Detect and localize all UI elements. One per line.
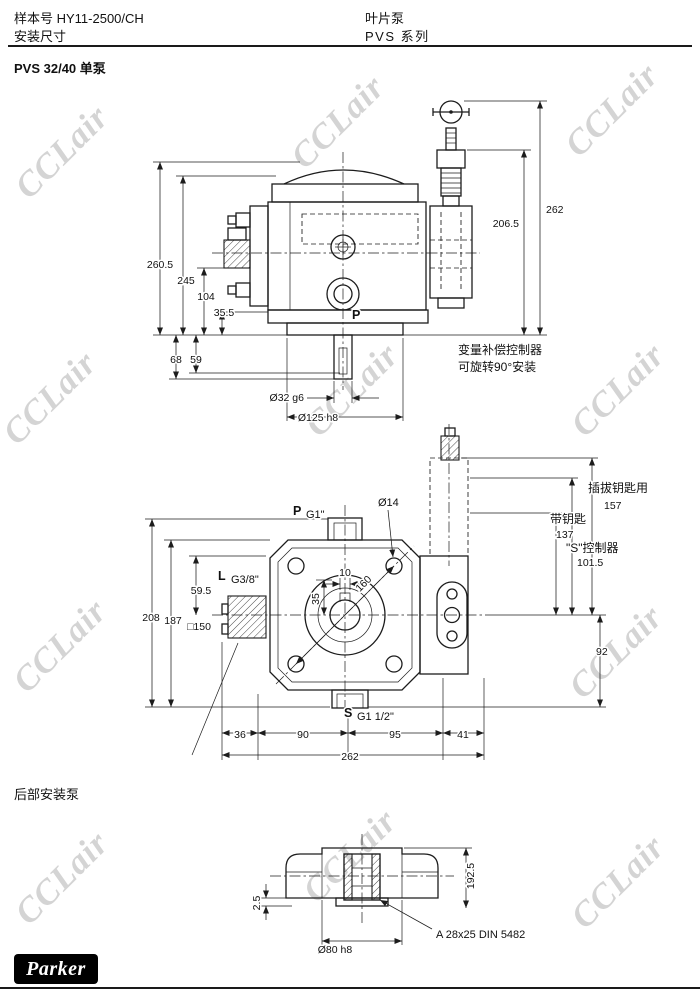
page-title: 安装尺寸 (14, 29, 67, 44)
port-s-thread: G1 1/2" (357, 711, 394, 723)
footer-rule (0, 987, 700, 989)
port-l-thread: G3/8" (231, 574, 259, 586)
port-s-label: S (344, 706, 352, 720)
dim-262-width: 262 (341, 751, 359, 763)
lock-nut (436, 149, 466, 169)
dim-pilot-dia: Ø125 h8 (298, 412, 338, 424)
dim-101-5: 101.5 (577, 557, 603, 569)
dim-68: 68 (170, 354, 182, 366)
pump-front-view: P G1" Ø14 L G3/8" 208 187 59.5 □150 10 3… (141, 424, 650, 765)
dim-208: 208 (142, 612, 160, 624)
rear-mount-view: 192.5 2.5 Ø80 h8 A 28x25 DIN 5482 (250, 834, 527, 958)
top-cover-dome (283, 169, 405, 185)
top-cover-plate (271, 183, 419, 203)
dim-square-150: □150 (187, 621, 211, 633)
dim-206-5: 206.5 (493, 218, 519, 230)
port-p-thread: G1" (306, 509, 325, 521)
spline-spec: A 28x25 DIN 5482 (436, 929, 525, 941)
dim-262-comp: 262 (546, 204, 564, 216)
shaft-key (227, 227, 247, 241)
front-flange (249, 205, 269, 307)
parker-logo-text: Parker (26, 957, 86, 980)
dim-35-5: 35.5 (214, 307, 235, 319)
mounting-pilot (286, 322, 404, 336)
section-title-rear-mount: 后部安装泵 (14, 787, 80, 802)
dim-59: 59 (190, 354, 202, 366)
dim-2-5: 2.5 (251, 896, 263, 911)
section-title-pvs3240: PVS 32/40 单泵 (14, 61, 106, 76)
dim-36: 36 (234, 729, 246, 741)
port-l-label: L (218, 569, 226, 583)
parker-logo: Parker (14, 954, 98, 984)
dim-35: 35 (310, 593, 322, 605)
series-name: PVS 系列 (365, 29, 430, 44)
key-removal-note: 插拔钥匙用 (588, 480, 648, 495)
rear-mount-outline (285, 847, 439, 899)
control-key (440, 435, 460, 461)
dim-92: 92 (596, 646, 608, 658)
dim-10: 10 (339, 567, 351, 579)
port-l-block (227, 595, 267, 639)
compensator-assembly (429, 100, 473, 309)
doc-number: 样本号 HY11-2500/CH (14, 11, 144, 26)
dim-41: 41 (457, 729, 469, 741)
shaft-stub (223, 239, 251, 269)
dim-hole-dia: Ø14 (378, 497, 399, 509)
header-rule (8, 45, 692, 47)
dim-187: 187 (164, 615, 182, 627)
base-flange (267, 309, 429, 324)
port-p-label-front: P (293, 504, 301, 518)
mounting-hole (287, 557, 305, 575)
dim-rear-pilot-dia: Ø80 h8 (318, 944, 353, 956)
pump-side-view: 260.5 245 104 35.5 68 59 262 206.5 Ø32 g… (145, 100, 565, 426)
dim-90: 90 (297, 729, 309, 741)
dim-157: 157 (604, 500, 622, 512)
with-key-note: 带钥匙 (550, 512, 586, 526)
mounting-hole (385, 655, 403, 673)
dim-overall-height: 260.5 (147, 259, 173, 271)
dim-shaft-dia: Ø32 g6 (270, 392, 305, 404)
body-octagon (269, 539, 421, 691)
dim-59-5: 59.5 (191, 585, 212, 597)
s-controller-note: "S"控制器 (566, 541, 619, 555)
dim-245: 245 (177, 275, 195, 287)
dim-137: 137 (556, 529, 574, 541)
pump-body (267, 201, 427, 311)
compensator-note-1: 变量补偿控制器 (458, 342, 542, 357)
dim-104: 104 (197, 291, 215, 303)
dim-192-5: 192.5 (465, 863, 477, 889)
dim-95: 95 (389, 729, 401, 741)
product-name: 叶片泵 (365, 11, 405, 26)
port-p-label: P (352, 308, 360, 322)
compensator-note-2: 可旋转90°安装 (458, 359, 536, 374)
